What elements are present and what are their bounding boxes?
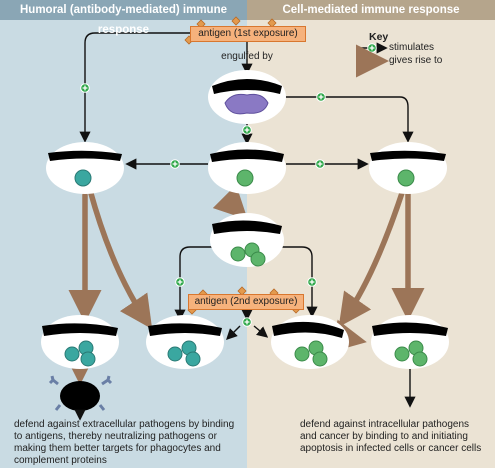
humoral-caption-line: to antigens, thereby neutralizing pathog… — [14, 431, 217, 442]
active-cytotoxic-t-cells — [371, 315, 449, 369]
plasma-cells — [41, 315, 119, 369]
antibodies — [48, 375, 113, 411]
cytotoxic-t-cell — [369, 142, 447, 194]
stimulate-marker — [80, 83, 90, 93]
humoral-title: Humoral (antibody-mediated) immune respo… — [19, 4, 228, 36]
stimulate-marker — [242, 125, 252, 135]
humoral-header-bar — [0, 0, 247, 20]
key-stimulates-label: stimulates — [389, 42, 435, 53]
key-title: Key — [369, 31, 389, 43]
stimulate-marker — [307, 277, 317, 287]
humoral-caption-line: defend against extracellular pathogens b… — [14, 419, 235, 430]
stimulate-marker — [316, 92, 326, 102]
cell-caption-line: apoptosis in infected cells or cancer ce… — [300, 443, 482, 454]
stimulate-marker — [175, 277, 185, 287]
stimulate-markers — [80, 83, 326, 327]
b-cell — [46, 142, 124, 194]
cell-header-bar — [247, 0, 495, 20]
key-gives-rise-label: gives rise to — [389, 55, 443, 66]
macrophage-cell — [208, 70, 286, 124]
helper-t-cell — [208, 142, 286, 194]
engulfed-by-label: engulfed by — [221, 51, 273, 62]
memory-cytotoxic-t-cells — [271, 315, 349, 369]
cell-caption-line: and cancer by binding to and initiating — [300, 431, 468, 442]
cell-mediated-defense-caption: defend against intracellular pathogens a… — [300, 419, 492, 455]
cell-mediated-panel — [247, 0, 495, 468]
cell-mediated-title: Cell-mediated immune response — [282, 4, 460, 16]
stimulate-marker — [315, 159, 325, 169]
stimulate-marker — [242, 317, 252, 327]
humoral-defense-caption: defend against extracellular pathogens b… — [14, 419, 242, 467]
memory-b-cells — [146, 315, 224, 369]
humoral-caption-line: complement proteins — [14, 455, 107, 466]
antigen-first-exposure-label: antigen (1st exposure) — [190, 26, 306, 42]
stimulate-marker — [170, 159, 180, 169]
cell-caption-line: defend against intracellular pathogens — [300, 419, 470, 430]
stimulate-arrows — [79, 32, 416, 408]
humoral-panel — [0, 0, 247, 468]
antigen-second-exposure-label: antigen (2nd exposure) — [188, 294, 304, 310]
memory-helper-t-cells — [210, 213, 284, 267]
humoral-caption-line: making them better targets for phagocyte… — [14, 443, 221, 454]
